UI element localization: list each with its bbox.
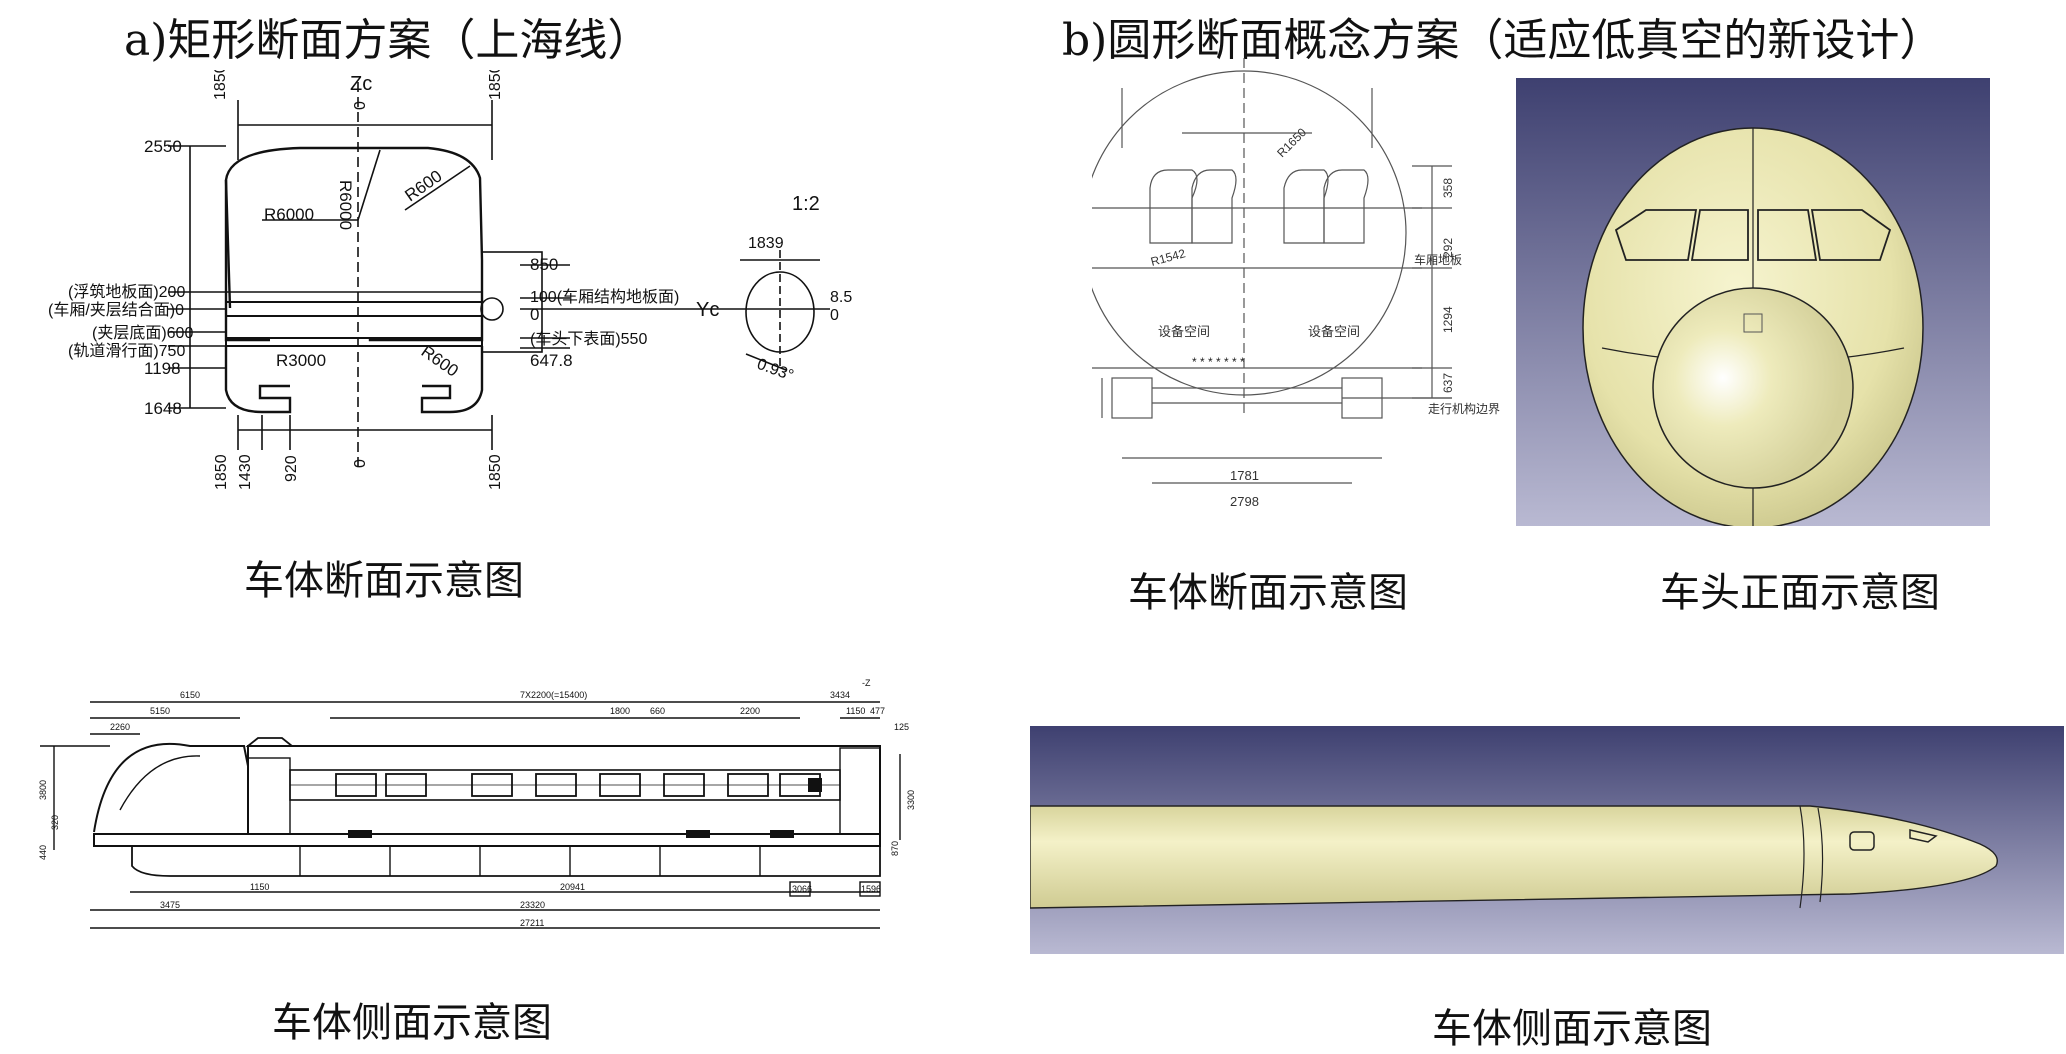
level-right-0: 0 (530, 305, 539, 324)
right-dim-358: 358 (1441, 178, 1455, 198)
equipment-space-left: 设备空间 (1158, 324, 1210, 339)
side-dim-5150: 5150 (150, 706, 170, 716)
dim-bottom-1850-right: 1850 (487, 454, 504, 490)
right-dim-292: 292 (1441, 238, 1455, 258)
left-cross-section-caption: 车体断面示意图 (244, 558, 524, 604)
level-100: 100(车厢结构地板面) (530, 288, 679, 306)
fastener-row: * * * * * * * (1192, 355, 1245, 369)
front-render (1516, 78, 1990, 529)
side-dim-477: 477 (870, 706, 885, 716)
left-title: a)矩形断面方案（上海线） (124, 15, 652, 66)
right-side-caption: 车体侧面示意图 (1432, 1006, 1712, 1052)
dim-bottom-1850-left: 1850 (213, 454, 230, 490)
left-axis-y: Yc (696, 299, 719, 321)
side-dim-20941: 20941 (560, 882, 585, 892)
side-dim-3434: 3434 (830, 690, 850, 700)
right-dim-1781: 1781 (1230, 468, 1259, 483)
right-radius-r1650: R1650 (1274, 125, 1309, 160)
side-dim-660: 660 (650, 706, 665, 716)
level-2550: 2550 (144, 137, 182, 156)
door-marker (808, 778, 822, 792)
svg-text:* * * * * * *: * * * * * * * (1192, 355, 1245, 369)
dim-top-left: 1850 (212, 70, 229, 100)
left-cross-section-drawing: Zc Yc 1850 0 1850 2550 (浮筑地板面)200 (车厢/夹层… (48, 64, 852, 490)
side-dim-3066: 3066 (792, 884, 812, 894)
boundary-label: 走行机构边界 (1428, 401, 1500, 416)
detail-height: 8.5 (830, 289, 852, 306)
side-dim-320: 320 (50, 815, 60, 830)
left-axis-z: Zc (350, 73, 372, 95)
side-dim-3800: 3800 (38, 780, 48, 800)
detail-scale: 1:2 (792, 193, 820, 215)
right-cross-section-caption: 车体断面示意图 (1128, 570, 1408, 616)
left-side-view-drawing: 6150 5150 2260 7X2200(=15400) 1800 660 2… (38, 678, 932, 929)
bogie-marker (348, 830, 372, 838)
side-render (1029, 726, 2064, 954)
level-550: (车头下表面)550 (530, 330, 647, 348)
level-750: (轨道滑行面)750 (68, 342, 185, 360)
right-dim-2798: 2798 (1230, 494, 1259, 509)
side-dim-2260: 2260 (110, 722, 130, 732)
side-dim-1800: 1800 (610, 706, 630, 716)
radius-r3000: R3000 (276, 351, 326, 370)
floor-label: 车厢地板 (1414, 252, 1462, 267)
dim-bottom-1430: 1430 (237, 454, 254, 490)
radius-r600-bottom: R600 (418, 342, 462, 381)
detail-angle: 0.93° (755, 356, 796, 385)
level-0: (车厢/夹层结合面)0 (48, 301, 184, 319)
level-850: 850 (530, 255, 558, 274)
radius-r6000-b: R6000 (336, 180, 355, 230)
side-dim-23320: 23320 (520, 900, 545, 910)
side-dim-440: 440 (38, 845, 48, 860)
front-render-image (1516, 78, 1990, 529)
right-cross-section: R1650 R1542 设备空间 设备空间 车厢地板 走行机构边界 358 29… (1081, 58, 1512, 528)
side-dim-27211: 27211 (520, 918, 544, 928)
radius-r6000-a: R6000 (264, 205, 314, 224)
dim-top-zero: 0 (352, 101, 369, 110)
side-dim-15400: 7X2200(=15400) (520, 690, 587, 700)
left-cross-section: Zc Yc 1850 0 1850 2550 (浮筑地板面)200 (车厢/夹层… (40, 64, 940, 500)
side-dim-2200: 2200 (740, 706, 760, 716)
dim-bottom-920: 920 (283, 455, 300, 482)
side-dim-1596: 1596 (861, 884, 881, 894)
side-render-image (1029, 726, 2064, 954)
dim-bottom-zero: 0 (352, 459, 369, 468)
level-200: (浮筑地板面)200 (68, 283, 185, 301)
side-dim-125: 125 (894, 722, 909, 732)
equipment-space-right: 设备空间 (1308, 324, 1360, 339)
bogie-marker (770, 830, 794, 838)
detail-width: 1839 (748, 235, 784, 252)
detail-zero: 0 (830, 307, 839, 324)
side-dim-1150: 1150 (846, 706, 865, 716)
side-dim-6150: 6150 (180, 690, 200, 700)
level-600: (夹层底面)600 (92, 324, 193, 342)
left-side-view: 6150 5150 2260 7X2200(=15400) 1800 660 2… (0, 670, 932, 950)
side-axis-z: -Z (862, 678, 871, 688)
right-dim-1294: 1294 (1441, 306, 1455, 333)
radius-r600-top: R600 (401, 166, 445, 205)
right-title: b)圆形断面概念方案（适应低真空的新设计） (1062, 15, 1944, 66)
left-side-caption: 车体侧面示意图 (272, 1000, 552, 1046)
level-1198: 1198 (144, 359, 181, 378)
front-caption: 车头正面示意图 (1660, 570, 1940, 616)
side-dim-3475: 3475 (160, 900, 180, 910)
right-radius-r1542: R1542 (1149, 246, 1187, 269)
dim-top-right: 1850 (487, 70, 504, 100)
side-dim-870: 870 (890, 841, 900, 856)
level-1648: 1648 (144, 399, 182, 418)
bogie-marker (686, 830, 710, 838)
level-647: 647.8 (530, 351, 573, 370)
side-dim-1150-bottom: 1150 (250, 882, 269, 892)
right-cross-section-drawing: R1650 R1542 设备空间 设备空间 车厢地板 走行机构边界 358 29… (1081, 58, 1500, 509)
right-dim-637: 637 (1441, 373, 1455, 393)
side-dim-3300: 3300 (906, 790, 916, 810)
